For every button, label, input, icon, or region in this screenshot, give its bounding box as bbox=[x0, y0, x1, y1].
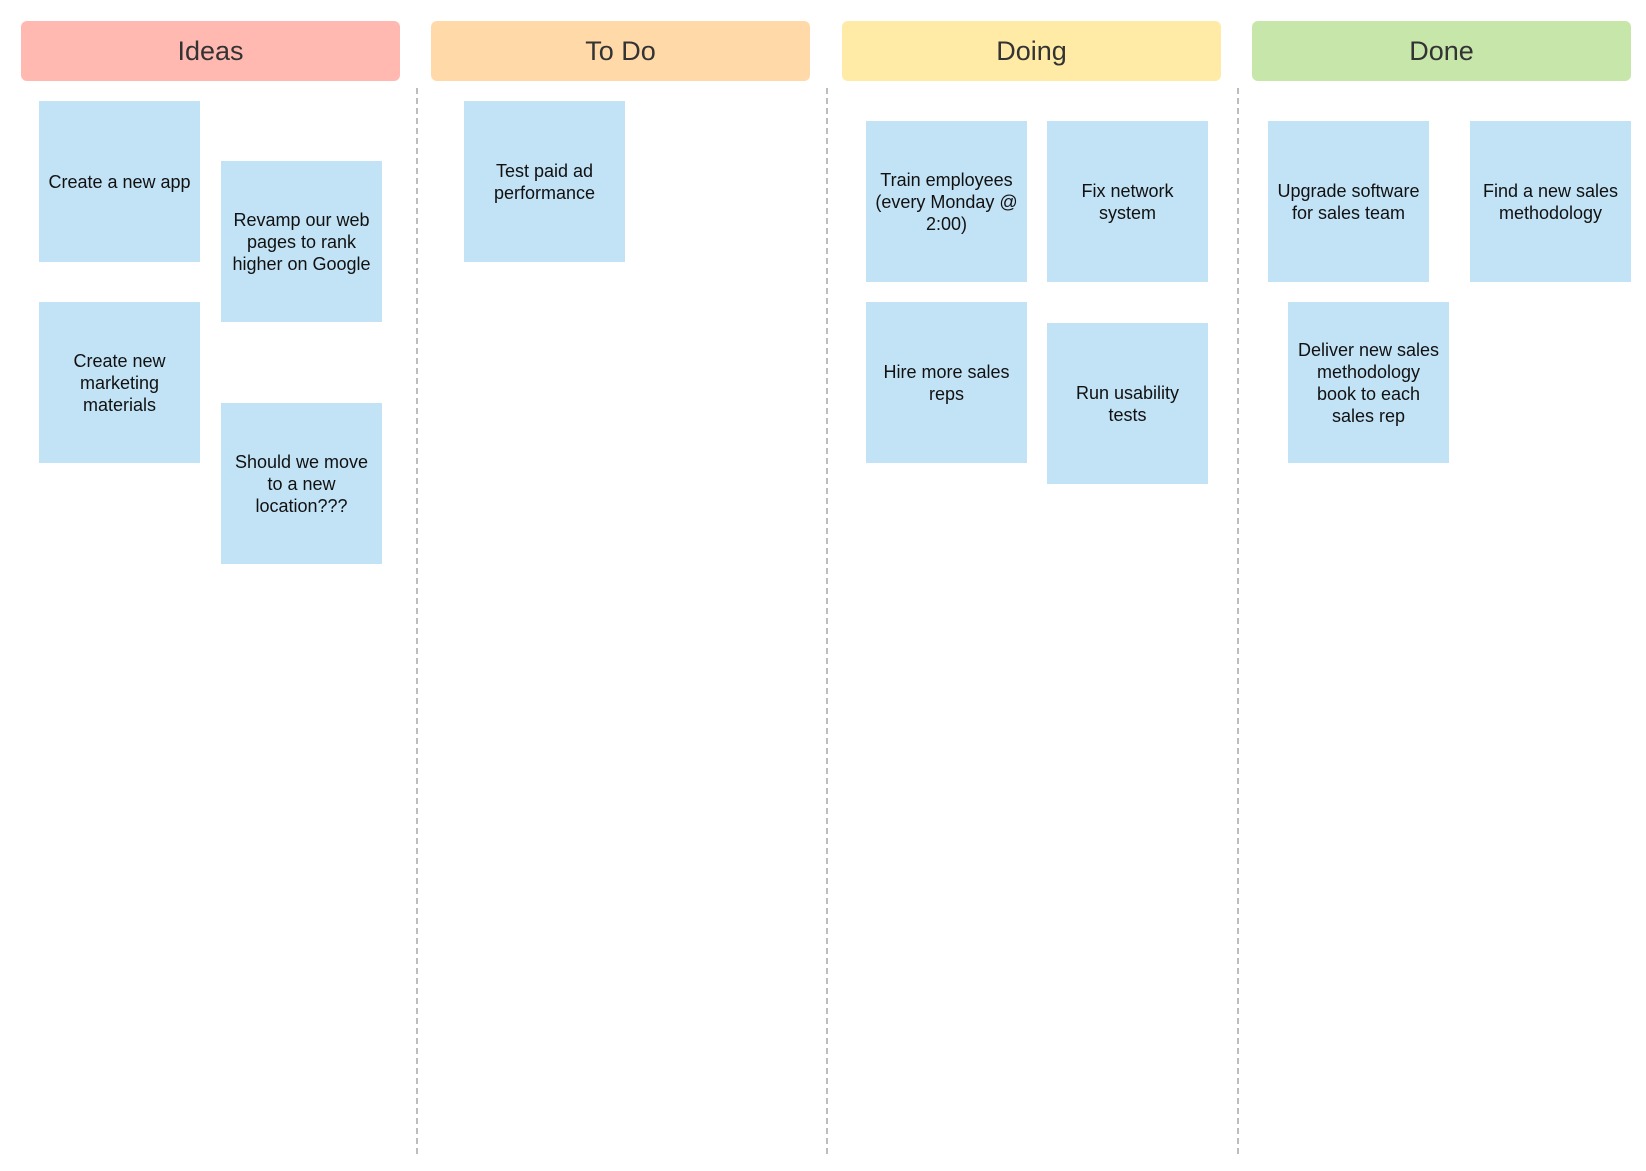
sticky-note[interactable]: Test paid ad performance bbox=[464, 101, 625, 262]
sticky-note[interactable]: Fix network system bbox=[1047, 121, 1208, 282]
column-title-todo: To Do bbox=[585, 35, 656, 66]
column-divider bbox=[1237, 88, 1239, 1154]
sticky-note-text: Train employees (every Monday @ 2:00) bbox=[875, 169, 1018, 234]
sticky-note-text: Hire more sales reps bbox=[883, 361, 1010, 404]
column-divider bbox=[826, 88, 828, 1154]
sticky-note-text: Create new marketing materials bbox=[73, 350, 166, 415]
column-divider bbox=[416, 88, 418, 1154]
sticky-note[interactable]: Run usability tests bbox=[1047, 323, 1208, 484]
sticky-note-text: Fix network system bbox=[1081, 180, 1174, 223]
sticky-note[interactable]: Hire more sales reps bbox=[866, 302, 1027, 463]
sticky-note-text: Test paid ad performance bbox=[493, 160, 596, 203]
column-title-ideas: Ideas bbox=[177, 35, 244, 66]
column-title-done: Done bbox=[1409, 35, 1474, 66]
column-title-doing: Doing bbox=[996, 35, 1067, 66]
sticky-note[interactable]: Upgrade software for sales team bbox=[1268, 121, 1429, 282]
sticky-note-text: Create a new app bbox=[48, 171, 191, 192]
sticky-note[interactable]: Train employees (every Monday @ 2:00) bbox=[866, 121, 1027, 282]
column-header-ideas[interactable]: Ideas bbox=[21, 21, 400, 81]
sticky-note-text: Run usability tests bbox=[1075, 382, 1180, 425]
sticky-note-text: Upgrade software for sales team bbox=[1277, 180, 1420, 223]
sticky-note-text: Find a new sales methodology bbox=[1482, 180, 1619, 223]
column-header-doing[interactable]: Doing bbox=[842, 21, 1221, 81]
sticky-note-text: Deliver new sales methodology book to ea… bbox=[1297, 339, 1440, 426]
sticky-note[interactable]: Find a new sales methodology bbox=[1470, 121, 1631, 282]
sticky-note[interactable]: Create new marketing materials bbox=[39, 302, 200, 463]
sticky-note[interactable]: Should we move to a new location??? bbox=[221, 403, 382, 564]
sticky-note-text: Revamp our web pages to rank higher on G… bbox=[232, 209, 371, 274]
sticky-note[interactable]: Deliver new sales methodology book to ea… bbox=[1288, 302, 1449, 463]
sticky-note-text: Should we move to a new location??? bbox=[234, 451, 369, 516]
column-header-todo[interactable]: To Do bbox=[431, 21, 810, 81]
sticky-note[interactable]: Revamp our web pages to rank higher on G… bbox=[221, 161, 382, 322]
sticky-note[interactable]: Create a new app bbox=[39, 101, 200, 262]
column-header-done[interactable]: Done bbox=[1252, 21, 1631, 81]
